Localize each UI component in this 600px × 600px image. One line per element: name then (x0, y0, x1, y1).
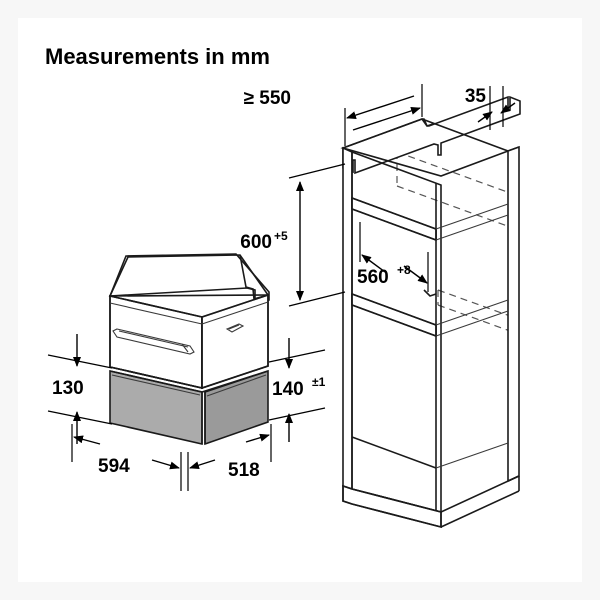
cabinet-shelf-upper (351, 196, 509, 242)
dimension-594-label: 594 (98, 456, 130, 477)
dimension-600: 600 +5 (240, 163, 346, 307)
appliance-drawer-top-edge (109, 365, 269, 389)
dimension-594: 594 (71, 424, 182, 491)
dimension-560-value: 560 (357, 267, 389, 288)
dimension-130: 130 (47, 334, 113, 444)
appliance-side-seam (201, 301, 269, 325)
appliance-handle-rail[interactable] (112, 328, 195, 355)
dimension-140-value: 140 (272, 379, 304, 400)
cabinet-top-notch-left (421, 118, 428, 127)
page-border-right (582, 0, 600, 600)
cabinet-group (340, 95, 521, 529)
page-border-top (0, 0, 600, 18)
appliance-front-seam (109, 302, 203, 325)
cabinet-base-plinth (342, 475, 520, 529)
dimension-600-value: 600 (240, 232, 272, 253)
appliance-side-vent-icon (225, 323, 245, 333)
dimension-600-tolerance: +5 (274, 229, 288, 243)
dimension-140-tolerance: ±1 (312, 375, 326, 389)
dimension-35-label: 35 (465, 86, 487, 107)
cabinet-shelf-lower (351, 292, 509, 338)
cabinet-right-wall (507, 145, 520, 483)
dimension-550-label: ≥ 550 (244, 88, 291, 109)
page-border-bottom (0, 582, 600, 600)
appliance-top-surface (108, 253, 270, 301)
dimension-560-tolerance: +8 (397, 263, 411, 277)
appliance-group (108, 253, 270, 446)
dimension-518-label: 518 (228, 460, 260, 481)
cabinet-hidden-edges (396, 151, 511, 332)
appliance-top-rear-notch (239, 254, 255, 300)
cabinet-top-notch-left-b (426, 123, 434, 127)
dimension-140: 140 ±1 (268, 338, 326, 442)
page-title: Measurements in mm (45, 44, 270, 69)
cabinet-right-wall-bottom (507, 475, 520, 482)
cabinet-left-wall (342, 146, 353, 491)
dimension-130-label: 130 (52, 378, 84, 399)
dimension-35: 35 (465, 86, 516, 130)
cabinet-lower-interior (351, 436, 509, 469)
page-border-left (0, 0, 18, 600)
cabinet-notch-detail (423, 289, 437, 297)
dimension-518: 518 (187, 424, 272, 491)
dimension-560: 560 +8 (357, 222, 429, 292)
cabinet-top-panel (342, 95, 521, 175)
dimension-550: ≥ 550 (244, 84, 423, 146)
